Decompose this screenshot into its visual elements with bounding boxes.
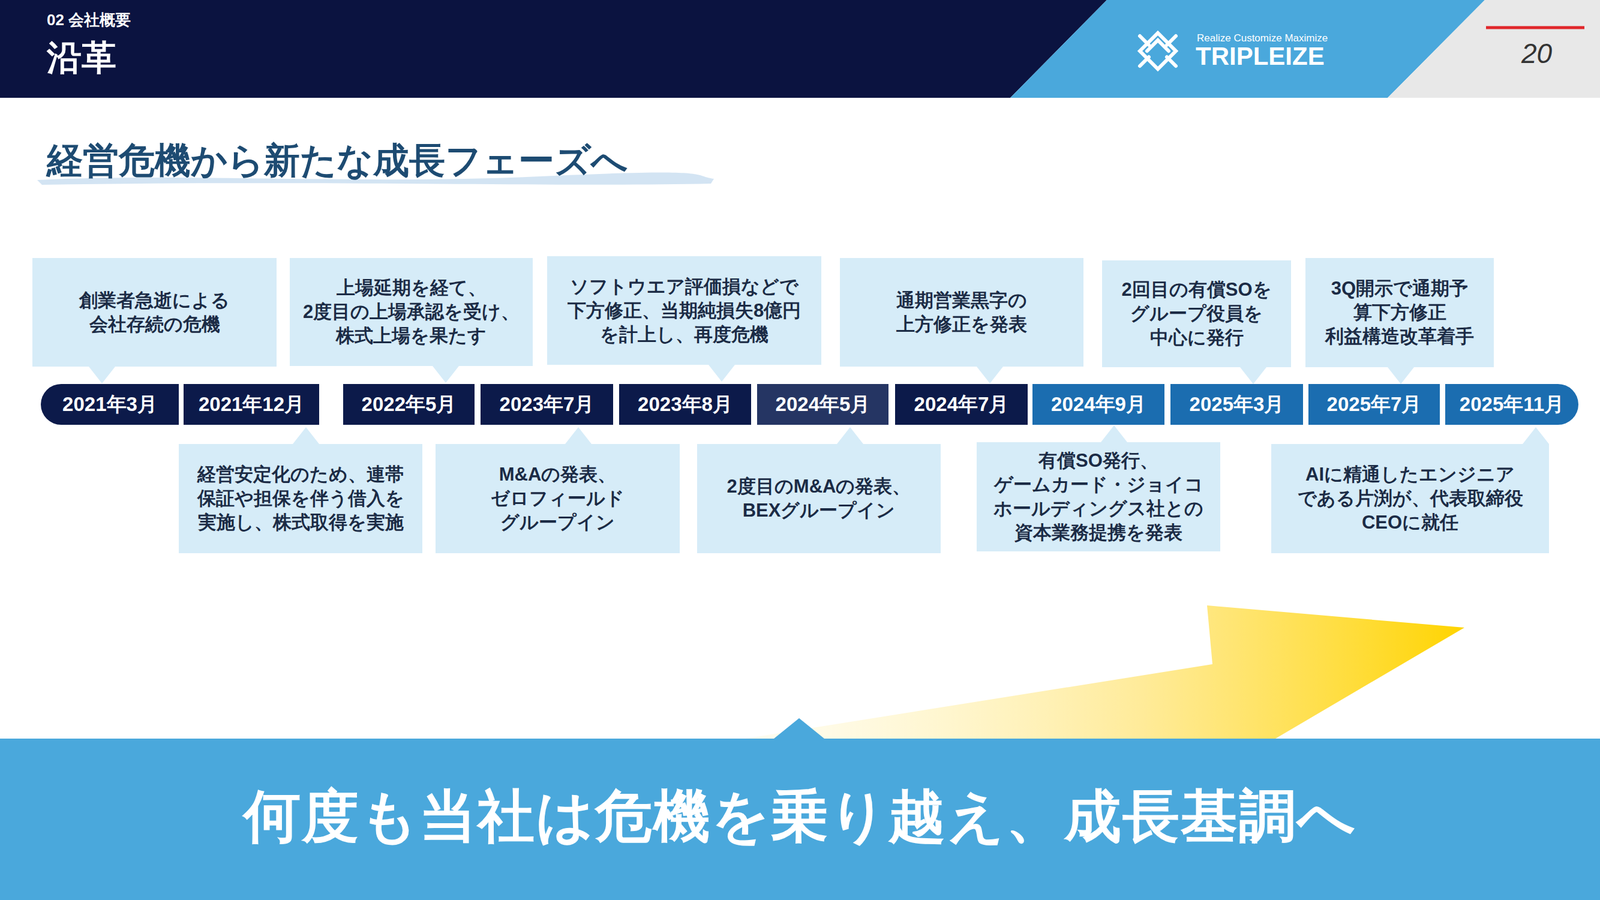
callout-tail bbox=[432, 365, 459, 383]
event-text: 3Q開示で通期予 算下方修正 利益構造改革着手 bbox=[1319, 276, 1480, 349]
date-text: 2022年5月 bbox=[361, 391, 457, 419]
date-text: 2021年12月 bbox=[198, 391, 305, 419]
date-text: 2024年9月 bbox=[1051, 391, 1146, 419]
event-text: AIに精通したエンジニア である片渕が、代表取締役 CEOに就任 bbox=[1292, 462, 1529, 535]
date-text: 2023年8月 bbox=[637, 391, 733, 419]
callout-tail bbox=[292, 427, 320, 444]
date-cell: 2024年7月 bbox=[895, 383, 1028, 425]
date-text: 2025年7月 bbox=[1327, 391, 1422, 419]
event-callout: M&Aの発表、 ゼロフィールド グループイン bbox=[435, 443, 680, 554]
event-callout: 上場延期を経て、 2度目の上場承認を受け、 株式上場を果たす bbox=[289, 257, 533, 366]
red-rule bbox=[1486, 26, 1585, 30]
event-callout: ソフトウエア評価損などで 下方修正、当期純損失8億円 を計上し、再度危機 bbox=[547, 256, 822, 365]
event-callout: 有償SO発行、 ゲームカード・ジョイコ ホールディングス社との 資本業務提携を発… bbox=[976, 442, 1221, 552]
message-banner: 何度も当社は危機を乗り越え、成長基調へ bbox=[0, 738, 1600, 900]
banner-notch bbox=[773, 718, 825, 739]
date-text: 2024年7月 bbox=[914, 391, 1010, 419]
date-text: 2023年7月 bbox=[499, 391, 595, 419]
callout-tail bbox=[836, 427, 864, 444]
event-text: 通期営業黒字の 上方修正を発表 bbox=[888, 288, 1035, 337]
callout-tail bbox=[708, 364, 735, 382]
date-cell: 2021年3月 bbox=[40, 383, 179, 425]
section-label: 02 会社概要 bbox=[46, 9, 131, 31]
subtitle: 経営危機から新たな成長フェーズへ bbox=[46, 136, 628, 186]
callout-tail bbox=[1100, 425, 1128, 443]
date-cell: 2021年12月 bbox=[183, 383, 320, 425]
event-callout: 経営安定化のため、連帯 保証や担保を伴う借入を 実施し、株式取得を実施 bbox=[178, 443, 423, 554]
date-cell: 2025年11月 bbox=[1445, 383, 1579, 425]
date-cell: 2024年9月 bbox=[1032, 383, 1165, 425]
header-band bbox=[0, 0, 1107, 98]
date-text: 2025年3月 bbox=[1189, 391, 1285, 419]
event-text: 上場延期を経て、 2度目の上場承認を受け、 株式上場を果たす bbox=[297, 275, 526, 348]
callout-tail bbox=[565, 427, 592, 444]
callout-tail bbox=[976, 366, 1004, 384]
event-callout: 創業者急逝による 会社存続の危機 bbox=[32, 257, 277, 367]
date-cell: 2025年3月 bbox=[1170, 383, 1304, 425]
event-text: 経営安定化のため、連帯 保証や担保を伴う借入を 実施し、株式取得を実施 bbox=[192, 462, 409, 535]
date-cell: 2024年5月 bbox=[757, 383, 889, 425]
date-cell: 2023年8月 bbox=[619, 383, 752, 425]
event-callout: 3Q開示で通期予 算下方修正 利益構造改革着手 bbox=[1305, 257, 1494, 368]
logo-icon bbox=[1139, 32, 1176, 69]
growth-arrow bbox=[745, 605, 1465, 739]
date-cell: 2025年7月 bbox=[1308, 383, 1440, 425]
event-text: 創業者急逝による 会社存続の危機 bbox=[74, 288, 235, 337]
event-callout: 2回目の有償SOを グループ役員を 中心に発行 bbox=[1102, 260, 1292, 368]
callout-tail bbox=[1387, 367, 1415, 384]
date-cell: 2023年7月 bbox=[480, 383, 614, 425]
event-text: 2度目のM&Aの発表、 BEXグループイン bbox=[721, 474, 917, 523]
date-text: 2021年3月 bbox=[62, 391, 158, 419]
callout-tail bbox=[1240, 367, 1267, 384]
callout-tail bbox=[88, 366, 116, 384]
logo-wordmark: TRIPLEIZE bbox=[1195, 41, 1325, 71]
callout-tail bbox=[1522, 427, 1550, 444]
date-text: 2025年11月 bbox=[1459, 391, 1565, 419]
event-callout: AIに精通したエンジニア である片渕が、代表取締役 CEOに就任 bbox=[1271, 443, 1550, 554]
event-text: 有償SO発行、 ゲームカード・ジョイコ ホールディングス社との 資本業務提携を発… bbox=[989, 448, 1208, 545]
date-cell: 2022年5月 bbox=[343, 383, 475, 425]
event-text: M&Aの発表、 ゼロフィールド グループイン bbox=[487, 462, 629, 535]
date-text: 2024年5月 bbox=[775, 391, 871, 419]
slide-title: 沿革 bbox=[46, 34, 117, 82]
event-callout: 通期営業黒字の 上方修正を発表 bbox=[839, 257, 1084, 367]
event-text: ソフトウエア評価損などで 下方修正、当期純損失8億円 を計上し、再度危機 bbox=[560, 274, 809, 347]
event-text: 2回目の有償SOを グループ役員を 中心に発行 bbox=[1116, 277, 1278, 350]
page-number: 20 bbox=[1521, 37, 1553, 70]
header-gray bbox=[1387, 0, 1600, 98]
banner-text: 何度も当社は危機を乗り越え、成長基調へ bbox=[243, 778, 1357, 856]
event-callout: 2度目のM&Aの発表、 BEXグループイン bbox=[697, 443, 941, 554]
